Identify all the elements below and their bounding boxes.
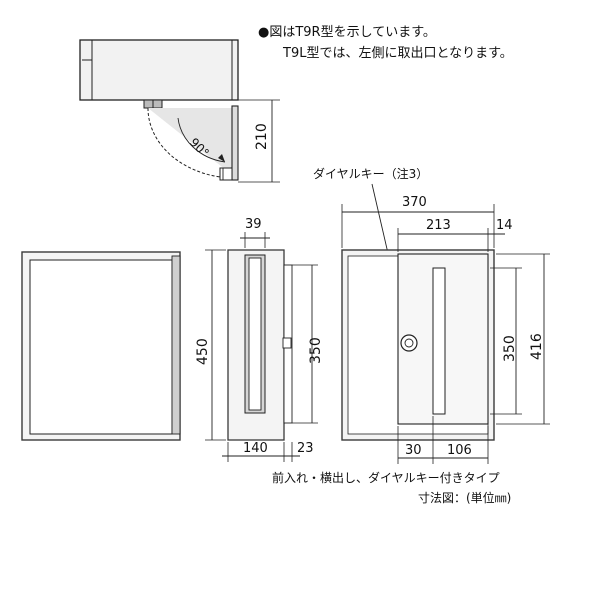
dim-210-label: 210 xyxy=(254,123,270,150)
dim-350-front-label: 350 xyxy=(502,335,518,362)
dim-213-label: 213 xyxy=(426,218,451,233)
left-panel-inner xyxy=(29,259,173,435)
dim-416-label: 416 xyxy=(529,333,545,360)
front-view: 370 213 14 350 416 30 106 xyxy=(341,195,550,464)
side-slot-inner xyxy=(248,257,262,411)
note-line-2: T9L型では、左側に取出口となります。 xyxy=(282,46,513,61)
dim-30-label: 30 xyxy=(405,443,422,458)
caption-unit-line: 寸法図：(単位㎜) xyxy=(418,490,511,505)
dim-370-label: 370 xyxy=(402,195,427,210)
dim-14-label: 14 xyxy=(496,218,513,233)
left-panel-view xyxy=(21,251,181,441)
dial-key-label: ダイヤルキー（注3） xyxy=(313,166,428,181)
dial-key-center xyxy=(404,338,414,348)
door-lock xyxy=(219,167,233,181)
note-line-1: ●図はT9R型を示しています。 xyxy=(258,25,436,40)
front-mail-slot xyxy=(432,267,446,415)
angle-arrow-head xyxy=(218,154,225,162)
door-swing-arc xyxy=(147,107,231,179)
top-view: 90° 210 xyxy=(79,39,280,183)
top-view-body xyxy=(79,39,239,101)
dim-39-label: 39 xyxy=(245,217,262,232)
side-dial-knob xyxy=(282,337,292,349)
dim-106-label: 106 xyxy=(447,443,472,458)
door-sweep-area xyxy=(148,108,236,178)
dim-450-label: 450 xyxy=(195,338,211,365)
left-panel-edge xyxy=(171,255,181,435)
dim-140-label: 140 xyxy=(243,441,268,456)
open-door-panel xyxy=(231,105,239,181)
caption-type-line: 前入れ・横出し、ダイヤルキー付きタイプ xyxy=(272,470,500,485)
dim-23-label: 23 xyxy=(297,441,314,456)
side-view: 39 450 350 140 23 xyxy=(195,217,324,462)
dim-350-side-label: 350 xyxy=(308,337,324,364)
angle-arc xyxy=(177,117,226,163)
